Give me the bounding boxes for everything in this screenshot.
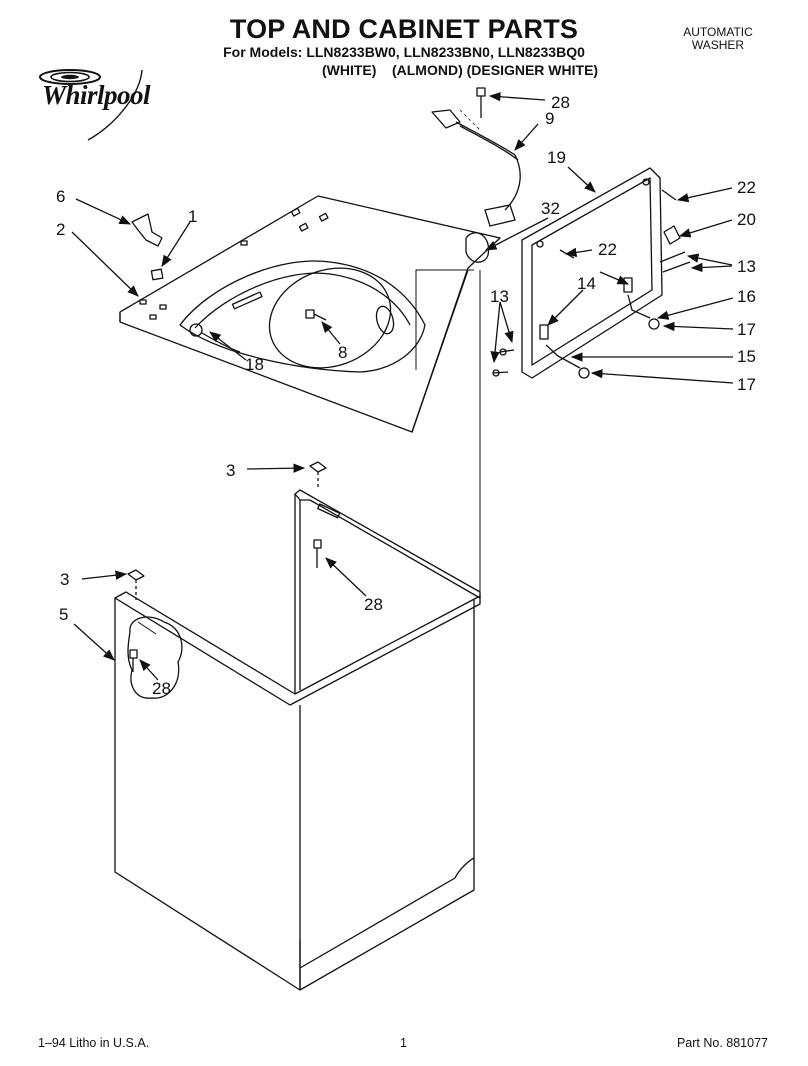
hinge-part-6: [131, 213, 163, 247]
callout-28-mid: 28: [364, 595, 383, 614]
screws-part-13: [492, 348, 515, 377]
callout-22-b: 22: [598, 240, 617, 259]
callout-8: 8: [338, 343, 347, 362]
callout-3-upper: 3: [226, 461, 235, 480]
callout-16: 16: [737, 287, 756, 306]
callout-17-b: 17: [737, 375, 756, 394]
callout-20: 20: [737, 210, 756, 229]
callout-18: 18: [245, 355, 264, 374]
callout-5: 5: [59, 605, 68, 624]
callout-14: 14: [577, 274, 596, 293]
clip-part-1: [150, 268, 164, 281]
callout-22-a: 22: [737, 178, 756, 197]
callout-3-lower: 3: [60, 570, 69, 589]
hose-part-18: [189, 323, 241, 353]
callout-32: 32: [541, 199, 560, 218]
page-title: TOP AND CABINET PARTS: [229, 14, 579, 44]
model-numbers: For Models: LLN8233BW0, LLN8233BN0, LLN8…: [223, 44, 585, 60]
color-variants: (WHITE) (ALMOND) (DESIGNER WHITE): [322, 62, 599, 78]
callout-17-a: 17: [737, 320, 756, 339]
whirlpool-swirl-logo-icon: [39, 69, 143, 141]
callout-19: 19: [547, 148, 566, 167]
footer-part-number: Part No. 881077: [676, 1036, 768, 1050]
callout-13-right: 13: [737, 257, 756, 276]
clip-part-3-lower: [127, 569, 145, 600]
footer-litho: 1–94 Litho in U.S.A.: [38, 1036, 150, 1050]
screw-part-8: [305, 309, 327, 321]
callout-9: 9: [545, 109, 554, 128]
wire-harness-part-9: [431, 109, 521, 227]
footer-page-number: 1: [400, 1036, 407, 1050]
product-type-line1: AUTOMATIC: [683, 25, 753, 39]
callout-1: 1: [188, 207, 197, 226]
screw-part-28-low: [129, 649, 138, 672]
lid-bumper-part-32: [465, 232, 490, 263]
callout-2: 2: [56, 220, 65, 239]
callout-28-low: 28: [152, 679, 171, 698]
callout-15: 15: [737, 347, 756, 366]
callout-6: 6: [56, 187, 65, 206]
product-type-line2: WASHER: [691, 38, 745, 52]
screw-part-28-top: [476, 87, 486, 118]
cabinet-part-5: [114, 489, 481, 991]
product-type: AUTOMATIC WASHER: [668, 26, 768, 52]
washer-top-panel: [119, 195, 501, 433]
hinge-assembly-parts-14-15-16: [539, 225, 691, 379]
clip-part-3-upper: [309, 461, 327, 490]
screw-part-28-mid: [313, 539, 322, 568]
brand-logo: Whirlpool: [42, 80, 151, 110]
callout-13-left: 13: [490, 287, 509, 306]
callout-28-top: 28: [551, 93, 570, 112]
